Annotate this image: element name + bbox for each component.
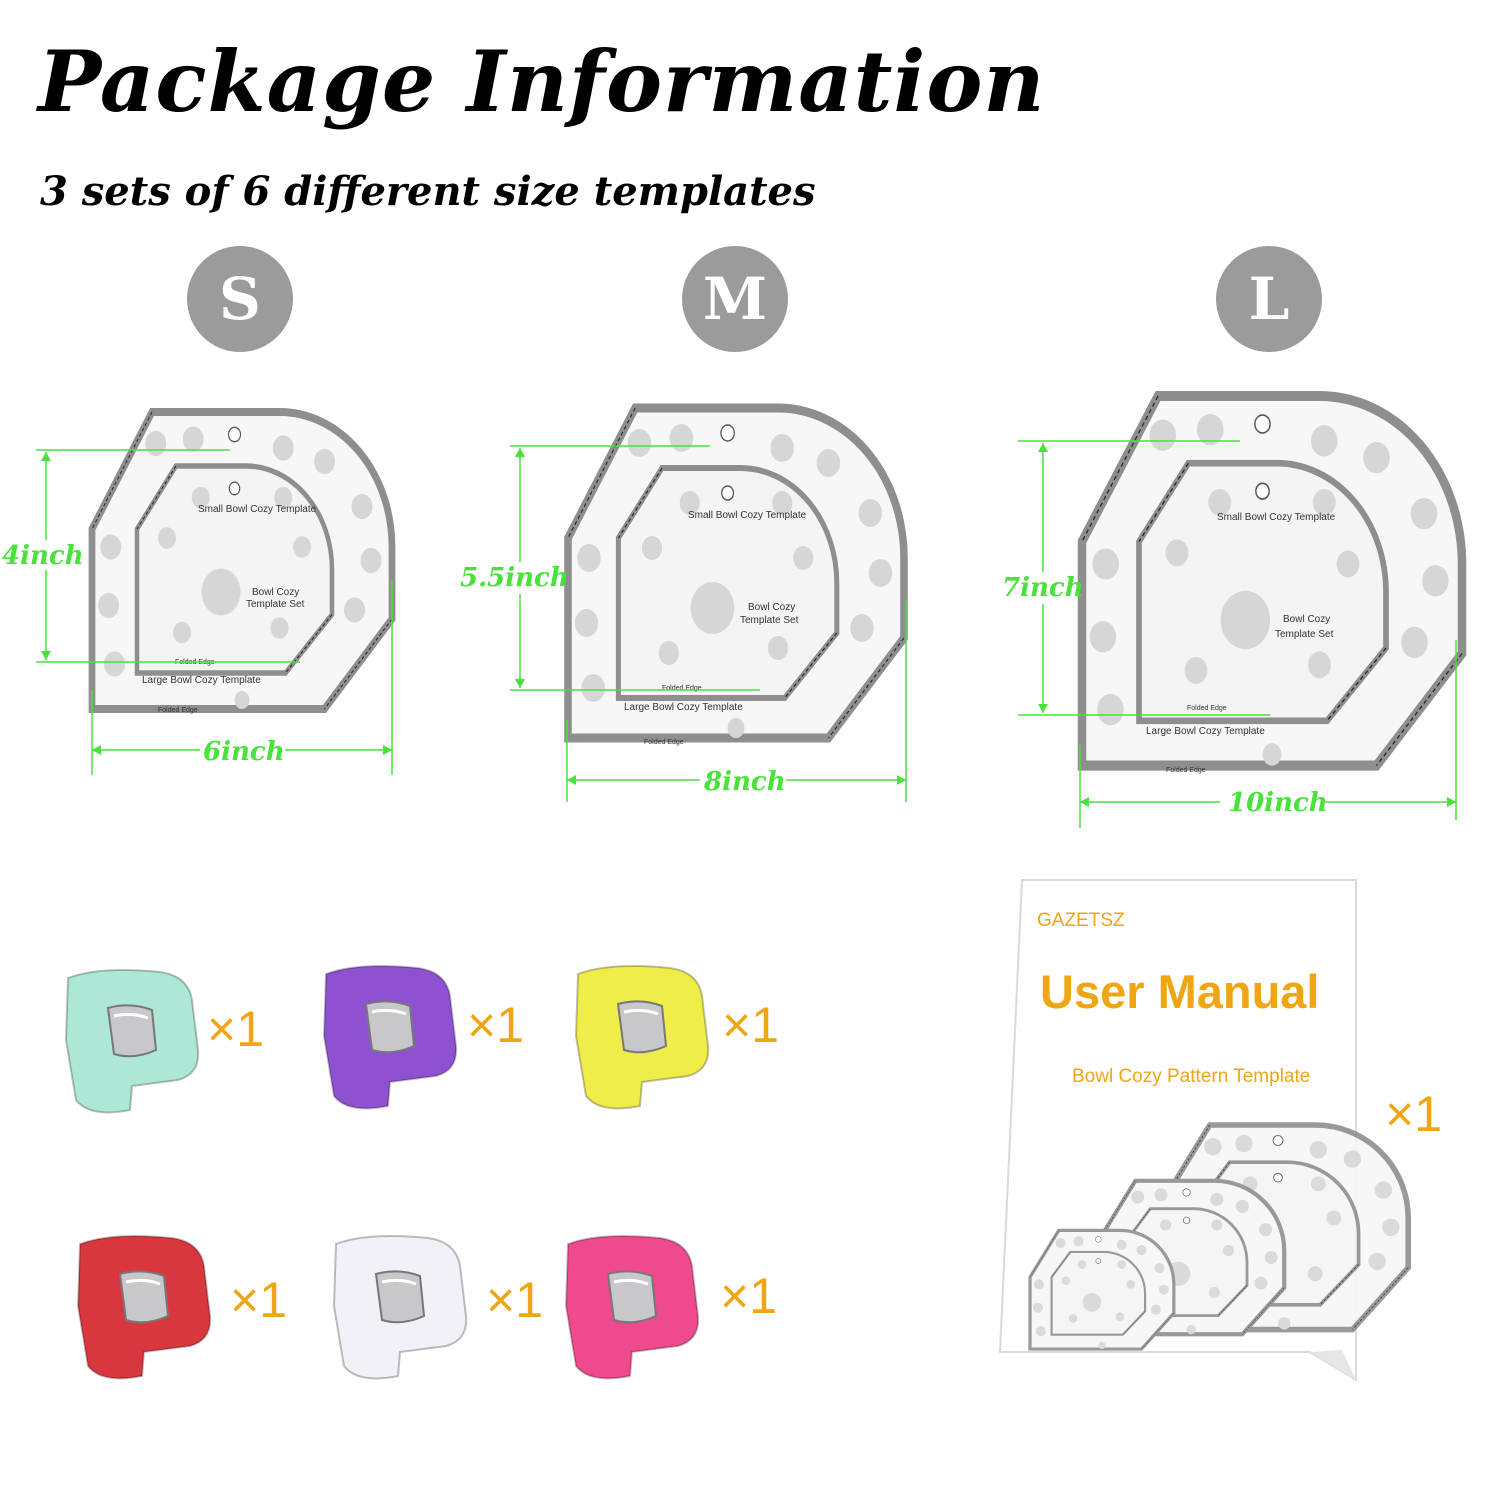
- tpl-m-folded-1: Folded Edge: [662, 685, 702, 692]
- size-badge-m: M: [682, 246, 788, 352]
- l-width-label: 10inch: [1228, 788, 1328, 818]
- manual-brand: GAZETSZ: [1037, 910, 1125, 931]
- page-title: Package Information: [38, 32, 1046, 131]
- clip-mint: [64, 968, 200, 1114]
- template-large: [1082, 396, 1462, 766]
- m-height-label: 5.5inch: [460, 563, 569, 593]
- manual-title: User Manual: [1040, 965, 1320, 1018]
- tpl-s-small-label: Small Bowl Cozy Template: [198, 504, 317, 515]
- clip-purple: [322, 964, 458, 1110]
- tpl-l-folded-1: Folded Edge: [1187, 705, 1227, 712]
- tpl-l-small-label: Small Bowl Cozy Template: [1217, 512, 1336, 523]
- l-height-label: 7inch: [1002, 573, 1084, 603]
- m-width-label: 8inch: [703, 767, 786, 797]
- tpl-m-set-2: Template Set: [740, 615, 799, 626]
- tpl-m-small-label: Small Bowl Cozy Template: [688, 510, 807, 521]
- tpl-l-set-2: Template Set: [1275, 629, 1334, 640]
- tpl-m-folded-2: Folded Edge: [644, 739, 684, 746]
- clip-pink-count: ×1: [720, 1268, 778, 1324]
- clip-yellow-count: ×1: [722, 997, 780, 1053]
- tpl-s-folded-2: Folded Edge: [158, 707, 198, 714]
- s-height-label: 4inch: [2, 541, 84, 571]
- s-width-label: 6inch: [203, 737, 285, 767]
- page-subtitle: 3 sets of 6 different size templates: [40, 168, 816, 215]
- size-badge-s: S: [187, 246, 293, 352]
- manual-subtitle: Bowl Cozy Pattern Template: [1072, 1066, 1311, 1087]
- size-badge-l: L: [1216, 246, 1322, 352]
- tpl-l-set-1: Bowl Cozy: [1283, 614, 1330, 625]
- clip-purple-count: ×1: [467, 997, 525, 1053]
- tpl-s-set-2: Template Set: [246, 599, 305, 610]
- clip-red-count: ×1: [230, 1272, 288, 1328]
- tpl-m-large-label: Large Bowl Cozy Template: [624, 702, 743, 713]
- dimension-lines: [36, 440, 1457, 828]
- template-small: [92, 412, 392, 709]
- user-manual-booklet: [998, 879, 1408, 1382]
- tpl-s-set-1: Bowl Cozy: [252, 587, 299, 598]
- tpl-m-set-1: Bowl Cozy: [748, 602, 795, 613]
- tpl-s-large-label: Large Bowl Cozy Template: [142, 675, 261, 686]
- dimension-arrows: [41, 443, 1456, 807]
- template-medium: [568, 408, 904, 738]
- manual-count: ×1: [1385, 1086, 1443, 1142]
- clip-red: [76, 1234, 212, 1380]
- clip-clear: [332, 1234, 468, 1380]
- tpl-l-folded-2: Folded Edge: [1166, 767, 1206, 774]
- clip-pink: [564, 1234, 700, 1380]
- clip-clear-count: ×1: [486, 1272, 544, 1328]
- tpl-l-large-label: Large Bowl Cozy Template: [1146, 726, 1265, 737]
- clip-mint-count: ×1: [207, 1001, 265, 1057]
- clip-yellow: [574, 964, 710, 1110]
